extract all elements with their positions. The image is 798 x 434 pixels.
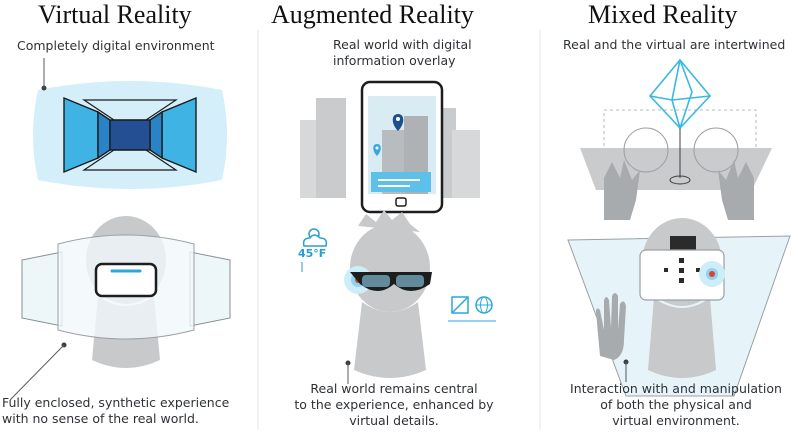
ar-title: Augmented Reality: [271, 0, 474, 29]
ar-top-caption-line-2: information overlay: [333, 53, 456, 68]
ar-glasses-illustration: [344, 210, 432, 378]
ar-city-phone-illustration: [300, 80, 480, 214]
mr-bottom-caption-line-1: Interaction with and manipulation: [570, 381, 782, 396]
mr-bottom-caption-line-3: virtual environment.: [612, 413, 740, 428]
vr-top-caption: Completely digital environment: [17, 38, 215, 53]
mr-bottom-caption-line-2: of both the physical and: [600, 397, 752, 412]
ar-top-caption: Real world with digital information over…: [333, 37, 472, 69]
mr-headset-illustration: [567, 218, 791, 397]
vr-bottom-caption-line-1: Fully enclosed, synthetic experience: [2, 395, 230, 410]
vr-environment-illustration: [33, 81, 227, 189]
mr-bottom-caption: Interaction with and manipulation of bot…: [560, 381, 792, 429]
vr-headset-illustration: [21, 216, 231, 368]
mr-title: Mixed Reality: [588, 0, 738, 29]
vr-title: Virtual Reality: [38, 0, 192, 29]
resize-icon: [451, 296, 469, 314]
map-pin-small-icon: [373, 144, 381, 156]
vr-bottom-caption: Fully enclosed, synthetic experience wit…: [2, 395, 229, 427]
ar-bottom-caption: Real world remains central to the experi…: [288, 381, 500, 429]
ar-top-caption-line-1: Real world with digital: [333, 37, 472, 52]
globe-icon: [475, 296, 493, 314]
mr-top-caption: Real and the virtual are intertwined: [563, 37, 786, 52]
weather-icon: [302, 228, 328, 247]
vr-bottom-caption-line-2: with no sense of the real world.: [2, 411, 199, 426]
ar-bottom-caption-line-1: Real world remains central: [310, 381, 478, 396]
mr-hologram-illustration: [580, 58, 772, 220]
ar-bottom-caption-line-3: virtual details.: [349, 413, 439, 428]
ar-bottom-caption-line-2: to the experience, enhanced by: [294, 397, 494, 412]
weather-temperature: 45°F: [298, 247, 327, 260]
map-pin-icon: [392, 114, 404, 131]
